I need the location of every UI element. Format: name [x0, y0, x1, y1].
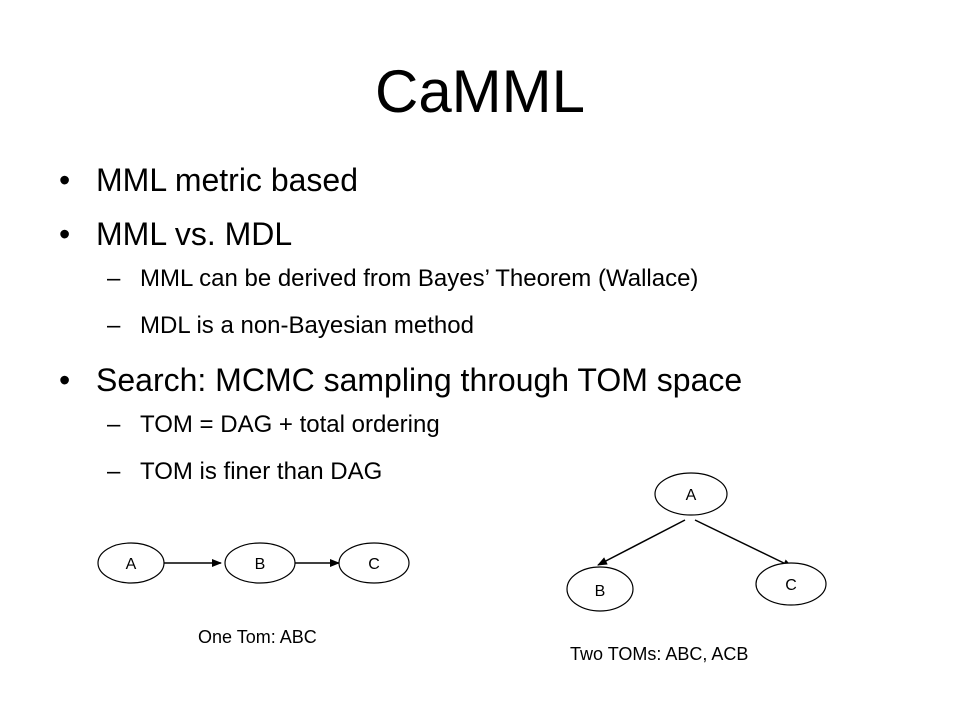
node-a: A — [97, 542, 165, 584]
bullet-marker: • — [59, 162, 71, 198]
slide-title: CaMML — [374, 58, 586, 125]
bullet-marker: • — [59, 216, 71, 252]
edge-a-c-tree — [694, 519, 793, 568]
dash-marker: – — [107, 411, 121, 438]
sub-bullet-text: TOM = DAG + total ordering — [140, 411, 440, 438]
node-c-tree: C — [755, 562, 827, 606]
bullet-text: MML vs. MDL — [96, 216, 293, 252]
sub-bullet-text: TOM is finer than DAG — [140, 458, 383, 485]
right-diagram-caption: Two TOMs: ABC, ACB — [570, 644, 749, 664]
bullet-text: MML metric based — [96, 162, 358, 198]
sub-bullet-text: MML can be derived from Bayes’ Theorem (… — [140, 265, 699, 292]
left-diagram-caption: One Tom: ABC — [198, 627, 317, 647]
node-label: A — [686, 487, 697, 504]
dash-marker: – — [107, 458, 121, 485]
node-label: A — [126, 556, 137, 573]
node-b: B — [224, 542, 296, 584]
node-c: C — [338, 542, 410, 584]
node-a-tree: A — [654, 472, 728, 516]
dash-marker: – — [107, 312, 121, 339]
bullet-text: Search: MCMC sampling through TOM space — [96, 362, 743, 398]
sub-bullet-text: MDL is a non-Bayesian method — [140, 312, 474, 339]
node-label: B — [595, 583, 606, 600]
node-b-tree: B — [566, 566, 634, 612]
dash-marker: – — [107, 265, 121, 292]
node-label: C — [785, 577, 797, 594]
node-label: B — [255, 556, 266, 573]
edge-a-b-tree — [597, 519, 686, 566]
bullet-marker: • — [59, 362, 71, 398]
node-label: C — [368, 556, 380, 573]
